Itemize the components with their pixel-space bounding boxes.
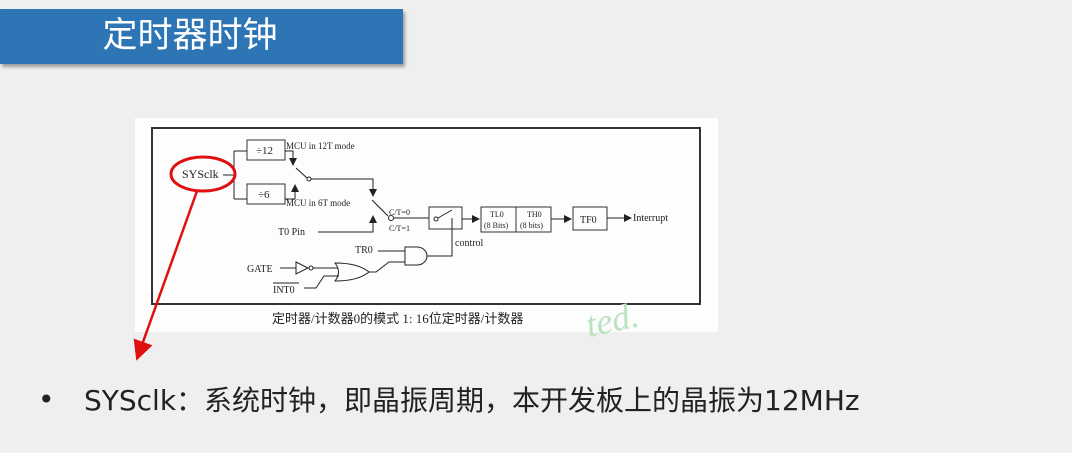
t0-pin-label: T0 Pin xyxy=(278,227,305,238)
interrupt-label: Interrupt xyxy=(633,213,668,224)
sysclk-label: SYSclk xyxy=(182,167,219,181)
sysclk-highlight-circle xyxy=(169,155,237,193)
slide-title-bar: 定时器时钟 xyxy=(0,9,403,64)
and-gate xyxy=(404,246,428,266)
tl0-bits-label: (8 Bits) xyxy=(484,221,509,230)
gate-label: GATE xyxy=(247,264,273,275)
diagram-image-bg xyxy=(135,118,718,332)
not-gate xyxy=(295,261,310,275)
bullet-text: SYSclk：系统时钟，即晶振周期，本开发板上的晶振为12MHz xyxy=(84,384,860,417)
bullet-dot: • xyxy=(38,383,55,416)
divide-12-box xyxy=(246,139,286,161)
diagram-caption: 定时器/计数器0的模式 1: 16位定时器/计数器 xyxy=(272,311,523,326)
control-switch-box xyxy=(428,206,463,230)
th0-bits-label: (8 bits) xyxy=(520,221,543,230)
tl0-label: TL0 xyxy=(490,210,504,219)
th0-label: TH0 xyxy=(527,210,542,219)
mode-12t-label: MCU in 12T mode xyxy=(286,141,355,151)
or-gate xyxy=(333,262,370,282)
int0-label: INT0 xyxy=(273,285,295,296)
highlight-arrow xyxy=(133,190,199,361)
divide-12-label: ÷12 xyxy=(256,145,273,157)
mode-6t-label: MCU in 6T mode xyxy=(286,198,350,208)
diagram-frame xyxy=(151,127,701,305)
control-label: control xyxy=(455,238,484,249)
slide-title: 定时器时钟 xyxy=(102,16,278,56)
divide-6-box xyxy=(246,183,286,205)
tr0-label: TR0 xyxy=(355,245,373,256)
divide-6-label: ÷6 xyxy=(258,189,270,201)
ct0-label: C/T=0 xyxy=(389,208,410,217)
tf0-label: TF0 xyxy=(580,215,597,226)
ct1-label: C/T=1 xyxy=(389,224,410,233)
